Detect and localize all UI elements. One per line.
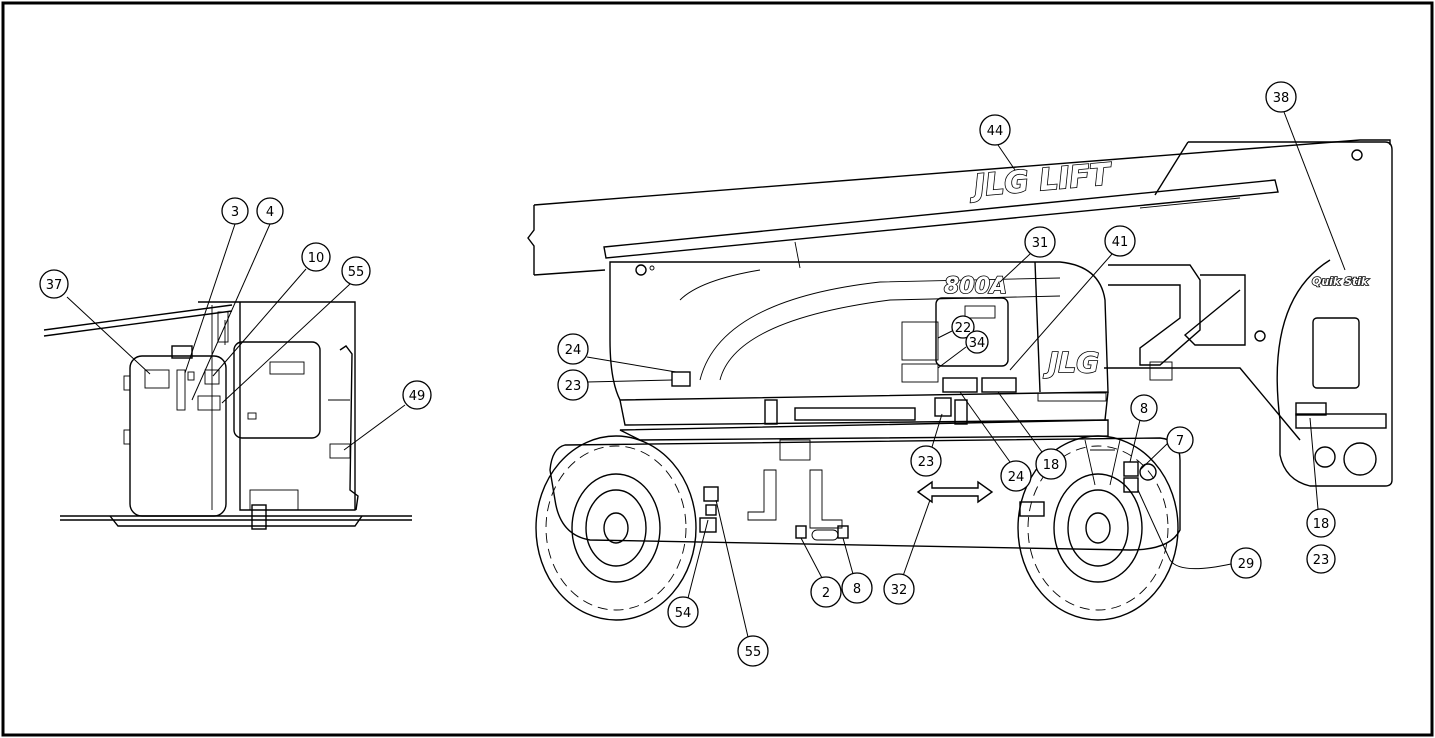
callout-55-left-label: 55 <box>348 265 365 280</box>
callout-44: 44 <box>979 114 1016 171</box>
callout-18-right-label: 18 <box>1313 517 1330 532</box>
callout-18-right: 18 <box>1306 417 1336 538</box>
callout-34: 34 <box>937 330 989 369</box>
rear-wheel <box>1017 435 1179 621</box>
callout-3-label: 3 <box>231 205 239 220</box>
callout-29: 29 <box>1137 489 1262 579</box>
quikstik-decal: Quik Stik <box>1312 275 1369 288</box>
callout-31: 31 <box>999 226 1056 283</box>
side-view: Quik Stik JLG LIFT 800A JLG <box>527 139 1393 621</box>
callout-10-label: 10 <box>308 251 325 266</box>
callout-10: 10 <box>212 242 331 377</box>
callout-41: 41 <box>1009 225 1136 371</box>
drive-direction-arrow <box>916 480 994 504</box>
callout-29-label: 29 <box>1238 557 1255 572</box>
callout-24-center-label: 24 <box>1008 470 1025 485</box>
callout-2: 2 <box>800 537 842 608</box>
callout-8-right-label: 8 <box>1140 402 1148 417</box>
callout-24-left: 24 <box>557 333 677 373</box>
callout-23-left: 23 <box>557 369 673 401</box>
callout-7: 7 <box>1139 426 1194 471</box>
callout-18-center-label: 18 <box>1043 458 1060 473</box>
callout-38-label: 38 <box>1273 91 1290 106</box>
callout-49-label: 49 <box>409 389 426 404</box>
callout-44-label: 44 <box>987 124 1004 139</box>
callout-8-bottom: 8 <box>841 537 873 604</box>
callout-3: 3 <box>184 197 249 374</box>
callout-8-right: 8 <box>1129 394 1158 463</box>
callout-8-bottom-label: 8 <box>853 582 861 597</box>
callout-38: 38 <box>1265 81 1346 271</box>
callout-24-center: 24 <box>959 391 1032 492</box>
callout-54: 54 <box>667 519 709 628</box>
callout-23-right: 23 <box>1306 544 1336 574</box>
callout-23-center: 23 <box>910 413 943 477</box>
callout-4-label: 4 <box>266 205 274 220</box>
callout-41-label: 41 <box>1112 235 1129 250</box>
callout-23-right-label: 23 <box>1313 553 1330 568</box>
callout-37: 37 <box>39 269 151 375</box>
callout-55-bottom: 55 <box>715 499 769 667</box>
rear-view <box>43 301 412 530</box>
callout-49: 49 <box>343 380 432 451</box>
callout-55-left: 55 <box>221 256 371 404</box>
model-800a-decal: 800A <box>944 274 1007 299</box>
callout-32: 32 <box>883 499 931 605</box>
callout-37-label: 37 <box>46 278 63 293</box>
callout-4: 4 <box>191 197 284 401</box>
jlg-turntable-decal: JLG <box>1043 346 1099 379</box>
callout-54-label: 54 <box>675 606 692 621</box>
callout-34-label: 34 <box>969 336 986 351</box>
callout-22: 22 <box>937 315 975 339</box>
callout-2-label: 2 <box>822 586 830 601</box>
callout-23-left-label: 23 <box>565 379 582 394</box>
callout-23-center-label: 23 <box>918 455 935 470</box>
front-wheel <box>535 435 697 621</box>
callout-18-center: 18 <box>997 391 1067 480</box>
callout-7-label: 7 <box>1176 434 1184 449</box>
callout-31-label: 31 <box>1032 236 1049 251</box>
callout-32-label: 32 <box>891 583 908 598</box>
callout-22-label: 22 <box>955 321 972 336</box>
jlg-lift-decal: JLG LIFT <box>968 157 1115 204</box>
callout-24-left-label: 24 <box>565 343 582 358</box>
callout-55-bottom-label: 55 <box>745 645 762 660</box>
